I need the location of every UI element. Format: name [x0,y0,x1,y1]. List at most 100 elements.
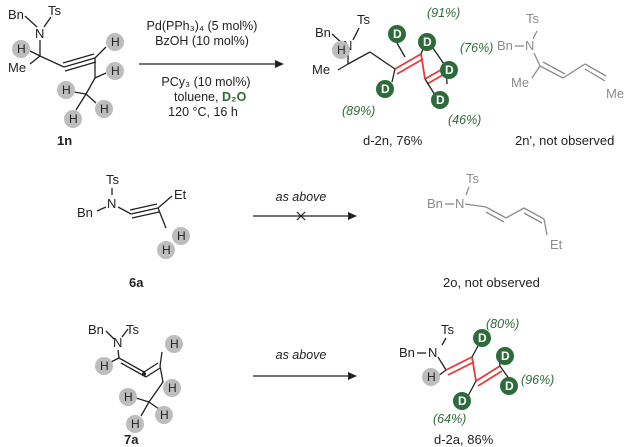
compound-2o: Ts Bn N Et 2o, not observed [427,171,563,290]
as-above-label: as above [276,348,327,362]
atom-ts: Ts [526,11,540,26]
atom-n: N [113,335,122,350]
atom-h: H [111,64,120,78]
atom-me: Me [511,75,529,90]
deuterium-marker [473,329,491,347]
atom-n: N [525,38,534,53]
deuterium-yield-terminal: (46%) [448,113,481,127]
atom-h: H [131,417,140,431]
atom-h: H [69,112,78,126]
atom-h: H [337,43,346,57]
solvent-text: toluene, [174,90,218,104]
deuterium-yield-right: (76%) [460,41,493,55]
deuterium-yield-top: (91%) [427,6,460,20]
atom-h: H [177,229,186,243]
atom-h: H [168,381,177,395]
atom-me: Me [606,86,624,101]
compound-d-2n: Bn N Ts H Me D D D D D (91%) (76%) [312,6,493,148]
arrow-head [348,372,357,380]
hydrogen-marker [106,62,124,80]
compound-7a: Bn N Ts H H H H H H 7a [88,322,183,447]
atom-d: D [458,394,467,408]
atom-n: N [107,196,116,211]
compound-label-2n-prime: 2n', not observed [515,133,614,148]
hydrogen-marker [332,41,350,59]
atom-d: D [393,27,402,41]
deuterium-yield-top: (80%) [486,317,519,331]
atom-d: D [505,379,514,393]
atom-d: D [381,82,390,96]
compound-label-7a: 7a [124,432,139,447]
atom-h: H [17,42,26,56]
temperature-time-text: 120 °C, 16 h [168,105,238,119]
atom-h: H [124,390,133,404]
deuterium-marker [440,61,458,79]
atom-ts: Ts [466,171,480,186]
compound-label-2o: 2o, not observed [443,275,540,290]
atom-d: D [445,63,454,77]
deuterium-marker [418,33,436,51]
hydrogen-marker [155,406,173,424]
arrow-head [348,212,357,220]
atom-me: Me [8,60,26,75]
deuterium-marker [431,91,449,109]
hydrogen-marker [172,227,190,245]
atom-h: H [62,83,71,97]
d2o-text: D₂O [222,90,247,104]
catalyst-text: Pd(PPh₃)₄ (5 mol%) [147,19,258,33]
arrow-as-above-2: as above [253,348,357,380]
hydrogen-marker [57,81,75,99]
hydrogen-marker [163,379,181,397]
deuterium-yield-terminal: (96%) [521,373,554,387]
hydrogen-marker [157,241,175,259]
hydrogen-marker [12,40,30,58]
atom-n: N [428,345,437,360]
ligand-text: PCy₃ (10 mol%) [161,75,250,89]
atom-ts: Ts [48,3,62,18]
compound-label-d-2n: d-2n, 76% [363,133,423,148]
atom-d: D [501,349,510,363]
atom-n: N [455,196,464,211]
compound-label-d-2a: d-2a, 86% [434,432,494,447]
atom-d: D [423,35,432,49]
atom-et: Et [550,237,563,252]
arrow-as-above-1: as above [253,190,357,221]
atom-h: H [100,359,109,373]
compound-label-1n: 1n [57,133,72,148]
atom-h: H [170,337,179,351]
reaction-conditions: Pd(PPh₃)₄ (5 mol%) BzOH (10 mol%) PCy₃ (… [139,19,284,119]
deuterium-yield-left: (89%) [342,104,375,118]
compound-d-2a: Ts Bn N H D D D D (80%) (96%) (64%) d-2a… [399,317,554,447]
atom-me: Me [312,62,330,77]
atom-bn: Bn [497,38,513,53]
atom-n: N [35,26,44,41]
atom-ts: Ts [126,322,140,337]
atom-d: D [436,93,445,107]
hydrogen-marker [422,368,440,386]
deuterium-marker [376,80,394,98]
atom-ts: Ts [106,172,120,187]
atom-h: H [100,102,109,116]
atom-bn: Bn [77,205,93,220]
compound-1n: Bn N Ts H Me H H H H H 1n [8,3,124,148]
atom-et: Et [174,187,187,202]
hydrogen-marker [119,388,137,406]
deuterium-marker [453,392,471,410]
atom-ts: Ts [357,12,371,27]
atom-h: H [427,370,436,384]
compound-6a: Ts N Bn Et H H 6a [77,172,190,290]
atom-d: D [478,331,487,345]
atom-bn: Bn [8,7,24,22]
hydrogen-marker [126,415,144,433]
deuterium-marker [388,25,406,43]
atom-bn: Bn [88,322,104,337]
deuterium-marker [496,347,514,365]
hydrogen-marker [64,110,82,128]
atom-h: H [111,35,120,49]
atom-h: H [162,243,171,257]
hydrogen-marker [106,33,124,51]
as-above-label: as above [276,190,327,204]
deuterium-marker [500,377,518,395]
atom-h: H [160,408,169,422]
hydrogen-marker [95,100,113,118]
